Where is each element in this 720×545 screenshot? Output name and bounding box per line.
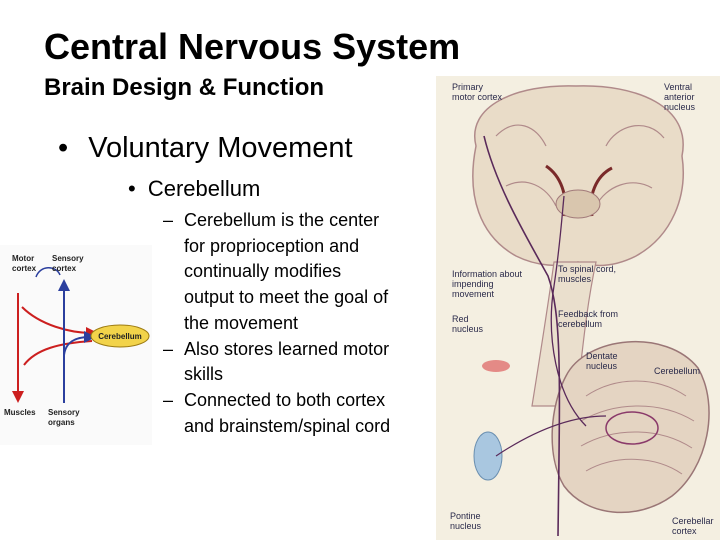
sensory-cortex-label: cortex <box>52 264 77 273</box>
label-pontine-2: nucleus <box>450 521 482 531</box>
sensory-organs-label-1: Sensory <box>48 408 80 417</box>
bullet-text: Cerebellum <box>147 176 261 201</box>
slide-title: Central Nervous System <box>44 26 461 67</box>
label-feedback-2: cerebellum <box>558 319 602 329</box>
label-primary-2: motor cortex <box>452 92 503 102</box>
cortex-to-cortex-path <box>35 267 61 278</box>
slide-subtitle: Brain Design & Function <box>44 74 325 101</box>
cerebrum-section <box>472 85 684 267</box>
bullet-marker: • <box>58 132 69 164</box>
label-red-2: nucleus <box>452 324 484 334</box>
label-primary-1: Primary <box>452 82 483 92</box>
sensory-to-cerebellum-path <box>63 331 96 356</box>
label-dentate-1: Dentate <box>586 351 618 361</box>
label-red-1: Red <box>452 314 469 324</box>
motor-loop-svg: Cerebellum Motor cortex Sensory cortex M… <box>4 254 150 427</box>
pontine-nucleus <box>473 431 503 481</box>
label-ventral-2: anterior <box>664 92 695 102</box>
bullet-marker: • <box>128 176 136 201</box>
cortex-to-cerebellum-path <box>21 306 98 339</box>
motor-loop-diagram: Cerebellum Motor cortex Sensory cortex M… <box>0 245 152 445</box>
label-info-2: impending <box>452 279 494 289</box>
bullet-cerebellum: • Cerebellum <box>128 176 260 202</box>
label-ventral-3: nucleus <box>664 102 696 112</box>
label-spinal-1: To spinal cord, <box>558 264 616 274</box>
label-info-3: movement <box>452 289 495 299</box>
sub-bullet-item: – Connected to both cortex and brainstem… <box>163 388 393 439</box>
dash-marker: – <box>163 389 174 410</box>
sub-bullet-list: – Cerebellum is the center for proprioce… <box>163 208 393 439</box>
muscles-label: Muscles <box>4 408 36 417</box>
brain-anatomy-figure: Primary motor cortex Ventral anterior nu… <box>436 76 720 540</box>
label-info-1: Information about <box>452 269 523 279</box>
label-ventral-1: Ventral <box>664 82 692 92</box>
thalamus <box>555 189 601 219</box>
sub-bullet-text: Also stores learned motor skills <box>184 338 390 385</box>
sensory-organs-label-2: organs <box>48 418 75 427</box>
bullet-voluntary-movement: • Voluntary Movement <box>58 132 353 165</box>
dentate-nucleus <box>605 411 659 445</box>
cerebellum-label: Cerebellum <box>98 332 142 341</box>
motor-pathway <box>483 135 561 537</box>
label-cerebellum: Cerebellum <box>654 366 700 376</box>
label-cerebellar-2: cortex <box>672 526 697 536</box>
label-pontine-1: Pontine <box>450 511 481 521</box>
cerebellum-to-motor-path <box>23 340 93 366</box>
motor-label: Motor <box>12 254 34 263</box>
feedback-pathway <box>550 195 587 427</box>
dash-marker: – <box>163 210 174 230</box>
dash-marker: – <box>163 338 174 359</box>
label-dentate-2: nucleus <box>586 361 618 371</box>
motor-cortex-label: cortex <box>12 264 37 273</box>
sensory-label: Sensory <box>52 254 84 263</box>
sub-bullet-text: Connected to both cortex and brainstem/s… <box>184 389 391 436</box>
sub-bullet-item: – Also stores learned motor skills <box>163 337 393 388</box>
cerebellum-section <box>551 341 710 514</box>
cerebellum-node <box>90 324 150 348</box>
label-spinal-2: muscles <box>558 274 592 284</box>
sub-bullet-text: Cerebellum is the center for propriocept… <box>184 210 389 333</box>
info-pathway <box>495 415 607 457</box>
sub-bullet-item: – Cerebellum is the center for proprioce… <box>163 208 393 337</box>
label-feedback-1: Feedback from <box>558 309 618 319</box>
brain-anatomy-svg: Primary motor cortex Ventral anterior nu… <box>450 82 714 537</box>
red-nucleus <box>482 360 510 372</box>
label-cerebellar-1: Cerebellar <box>672 516 714 526</box>
bullet-text: Voluntary Movement <box>88 132 353 164</box>
